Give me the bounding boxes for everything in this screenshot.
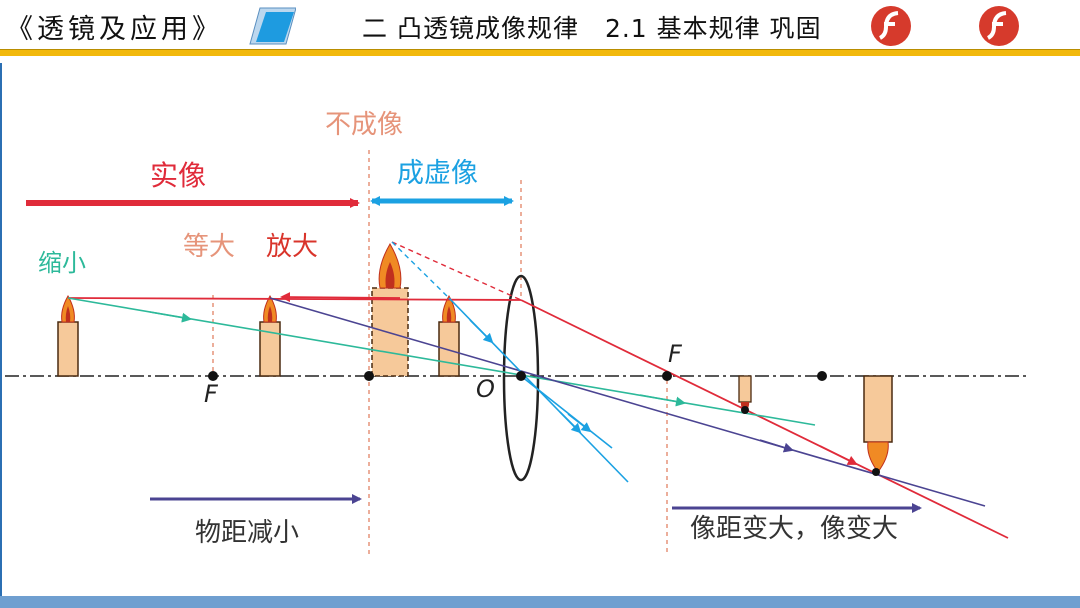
ray-center-green-arrow2 xyxy=(639,394,686,407)
label-smaller: 缩小 xyxy=(38,249,86,277)
point-image-small xyxy=(741,406,749,414)
parallelogram-shape xyxy=(249,7,296,45)
label-equal-size: 等大 xyxy=(183,232,235,262)
point-2f-right xyxy=(817,371,827,381)
left-edge-line xyxy=(0,63,2,608)
ray-virtual-extension-red xyxy=(391,241,522,301)
ray-parallel xyxy=(67,297,522,301)
ray-center-purple xyxy=(269,297,986,507)
ray-center-green xyxy=(67,297,816,426)
label-focal-right: F xyxy=(668,340,683,368)
real-image-large xyxy=(863,375,893,473)
ray-blue-2 xyxy=(520,375,613,449)
point-focal-right xyxy=(662,371,672,381)
point-image-large xyxy=(872,468,880,476)
ray-blue-2-arrow xyxy=(567,413,592,433)
label-no-image: 不成像 xyxy=(325,110,403,140)
candle-far xyxy=(57,294,79,377)
ray-refracted-red-arrow xyxy=(819,445,858,465)
ray-refracted-red xyxy=(520,299,1009,539)
ray-parallel-back-arrow xyxy=(280,292,401,303)
bottom-bar xyxy=(0,596,1080,608)
point-optical-center xyxy=(516,371,526,381)
point-focal-left xyxy=(364,371,374,381)
label-focal-left: F xyxy=(204,380,219,408)
header-accent-line xyxy=(0,49,1080,56)
ray-blue-1-arrow2 xyxy=(559,411,582,434)
lesson-title: 二 凸透镜成像规律 2.1 基本规律 巩固 xyxy=(362,14,822,43)
ray-center-purple-arrow xyxy=(759,439,794,453)
header-bar: 《透镜及应用》 二 凸透镜成像规律 2.1 基本规律 巩固 xyxy=(0,0,1080,50)
label-real-image: 实像 xyxy=(150,159,206,192)
label-object-distance: 物距减小 xyxy=(195,518,299,548)
ray-virtual-extension-blue xyxy=(391,241,450,299)
point-2f-left xyxy=(208,371,218,381)
label-virtual-image: 成虚像 xyxy=(397,158,478,189)
label-image-distance: 像距变大，像变大 xyxy=(690,514,898,544)
flash-icon[interactable] xyxy=(870,5,912,47)
ray-center-green-arrow xyxy=(149,311,192,323)
candle-mid xyxy=(259,294,281,377)
book-title: 《透镜及应用》 xyxy=(6,14,223,45)
flash-icon[interactable] xyxy=(978,5,1020,47)
label-optical-center: O xyxy=(476,375,495,403)
label-enlarged: 放大 xyxy=(266,232,318,262)
virtual-image-candle xyxy=(371,243,409,377)
ray-blue-1-arrow xyxy=(469,319,494,344)
